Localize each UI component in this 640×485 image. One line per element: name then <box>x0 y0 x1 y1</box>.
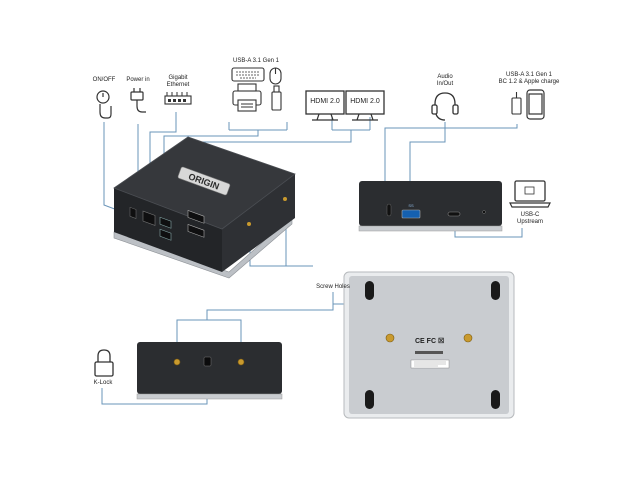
ethernet-switch-icon <box>164 92 192 105</box>
label-usb-a-bc: USB-A 3.1 Gen 1 BC 1.2 & Apple charge <box>490 72 568 86</box>
label-gigabit-ethernet: Gigabit Ethernet <box>160 75 196 89</box>
padlock-icon <box>94 349 114 377</box>
monitor-icon-1 <box>305 90 345 121</box>
dock-front-view: SS <box>358 181 503 232</box>
usb-port-ss-label: SS <box>408 203 414 208</box>
usb-stick-icon <box>271 85 282 111</box>
laptop-icon <box>509 180 551 208</box>
label-screw-holes: Screw Holes <box>316 284 350 290</box>
label-power-in: Power in <box>126 77 150 83</box>
charge-cable-icon <box>511 92 522 115</box>
certification-marks: CE FC ☒ <box>415 337 444 354</box>
label-hdmi-2: HDMI 2.0 <box>350 98 380 105</box>
usb-a-port: SS <box>401 203 421 219</box>
label-k-lock: K-Lock <box>93 380 113 386</box>
svg-text:CE FC ☒: CE FC ☒ <box>415 337 444 345</box>
power-button-icon <box>96 90 112 119</box>
label-usb-a-bc-line1: USB-A 3.1 Gen 1 <box>505 72 553 78</box>
monitor-icon-2 <box>345 90 385 121</box>
label-gigabit: Gigabit <box>168 75 188 81</box>
label-usb-a-bc-line2: BC 1.2 & Apple charge <box>498 79 560 85</box>
power-plug-icon <box>130 88 146 113</box>
dock-back-view <box>136 342 283 400</box>
dock-bottom-view: CE FC ☒ <box>343 271 515 419</box>
printer-icon <box>232 83 262 112</box>
label-in-out: In/Out <box>436 81 454 87</box>
label-audio: Audio <box>437 74 453 80</box>
label-ethernet: Ethernet <box>166 82 190 88</box>
dock-perspective-view: ORIGIN <box>113 136 296 279</box>
keyboard-icon <box>231 67 265 82</box>
label-hdmi-1: HDMI 2.0 <box>310 98 340 105</box>
headset-icon <box>431 92 459 121</box>
mouse-icon <box>269 67 282 85</box>
label-usb-c-upstream: USB-C Upstream <box>510 212 550 226</box>
label-upstream: Upstream <box>516 219 543 225</box>
phone-icon <box>526 89 545 120</box>
label-usb-c: USB-C <box>520 212 540 218</box>
label-on-off: ON/OFF <box>92 77 116 83</box>
label-audio-in-out: Audio In/Out <box>428 74 462 88</box>
label-usb-a-31-gen1: USB-A 3.1 Gen 1 <box>232 58 280 64</box>
